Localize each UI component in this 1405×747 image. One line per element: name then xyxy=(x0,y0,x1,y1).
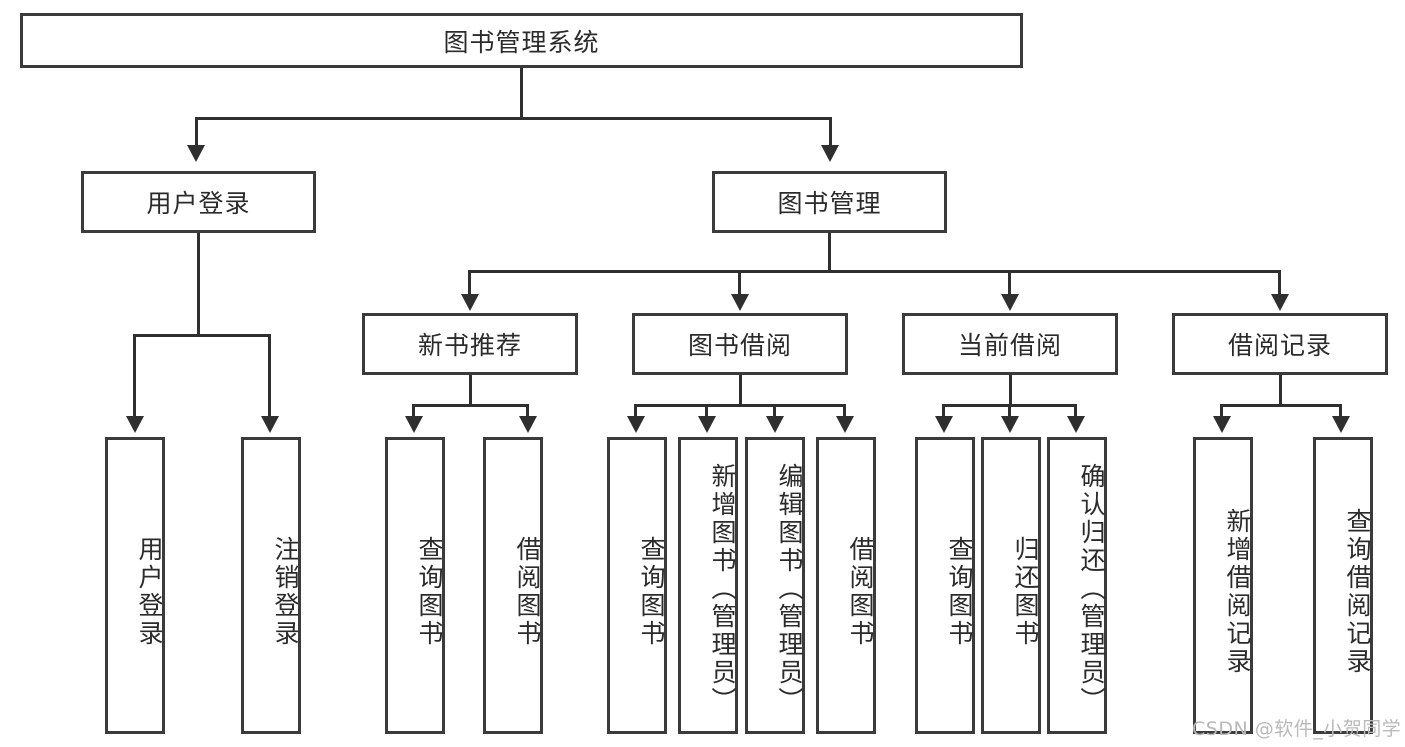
leaf-bb-add-book-admin[interactable]: 新增图书（管理员） xyxy=(678,437,738,734)
leaf-logout-login[interactable]: 注销登录 xyxy=(241,437,301,734)
node-label: 图书管理 xyxy=(777,189,882,218)
arrow-to-leaf-br-1 xyxy=(1213,416,1231,433)
leaf-label: 查询图书 xyxy=(637,535,666,648)
arrow-root-to-user-login xyxy=(187,145,205,162)
connector-user-login-bar xyxy=(133,334,271,337)
leaf-bb-edit-book-admin[interactable]: 编辑图书（管理员） xyxy=(745,437,805,734)
node-label: 图书借阅 xyxy=(687,331,792,360)
csdn-watermark: CSDN @软件_小贺同学 xyxy=(1192,714,1401,741)
leaf-label: 归还图书 xyxy=(1011,535,1040,648)
node-current-borrow[interactable]: 当前借阅 xyxy=(902,313,1118,375)
connector-bm-drop-3 xyxy=(1008,270,1011,296)
arrow-to-leaf-bb-1 xyxy=(627,416,645,433)
node-root-book-management-system[interactable]: 图书管理系统 xyxy=(20,13,1023,68)
connector-bb-stem xyxy=(739,375,742,405)
leaf-cb-query-books[interactable]: 查询图书 xyxy=(915,437,975,734)
arrow-to-leaf-logout xyxy=(261,416,279,433)
connector-bb-drop-2 xyxy=(705,404,708,418)
arrow-root-to-book-management xyxy=(821,145,839,162)
connector-book-management-bar xyxy=(468,270,1280,273)
connector-bm-drop-2 xyxy=(738,270,741,296)
arrow-to-leaf-bb-4 xyxy=(836,416,854,433)
connector-bm-drop-4 xyxy=(1278,270,1281,296)
leaf-label: 查询借阅记录 xyxy=(1343,507,1372,676)
connector-root-bar xyxy=(195,117,832,120)
watermark-text: CSDN @软件_小贺同学 xyxy=(1192,718,1402,740)
arrow-to-leaf-br-2 xyxy=(1332,416,1350,433)
leaf-label: 新增图书（管理员） xyxy=(708,462,737,715)
node-label: 图书管理系统 xyxy=(443,27,600,57)
arrow-to-new-book-recommend xyxy=(461,294,479,311)
node-label: 当前借阅 xyxy=(957,331,1062,360)
connector-br-drop-2 xyxy=(1339,404,1342,418)
connector-book-management-stem xyxy=(828,233,831,271)
arrow-to-leaf-user-login xyxy=(126,416,144,433)
connector-user-login-stem xyxy=(197,233,200,335)
connector-bm-drop-1 xyxy=(468,270,471,296)
connector-user-login-drop-2 xyxy=(268,334,271,418)
arrow-to-borrow-record xyxy=(1271,294,1289,311)
leaf-nbr-borrow-books[interactable]: 借阅图书 xyxy=(483,437,543,734)
leaf-user-login[interactable]: 用户登录 xyxy=(105,437,165,734)
node-book-management[interactable]: 图书管理 xyxy=(712,171,947,233)
connector-nbr-drop-2 xyxy=(526,404,529,418)
arrow-to-leaf-cb-3 xyxy=(1067,416,1085,433)
node-borrow-record[interactable]: 借阅记录 xyxy=(1172,313,1388,375)
leaf-label: 编辑图书（管理员） xyxy=(775,462,804,715)
leaf-bb-borrow-books[interactable]: 借阅图书 xyxy=(816,437,876,734)
connector-bb-drop-3 xyxy=(773,404,776,418)
connector-nbr-bar xyxy=(412,404,529,407)
leaf-label: 用户登录 xyxy=(135,535,164,648)
leaf-br-add-record[interactable]: 新增借阅记录 xyxy=(1193,437,1253,734)
leaf-label: 确认归还（管理员） xyxy=(1077,462,1106,715)
connector-user-login-drop-1 xyxy=(133,334,136,418)
connector-cb-drop-3 xyxy=(1074,404,1077,418)
leaf-br-query-record[interactable]: 查询借阅记录 xyxy=(1313,437,1373,734)
node-label: 借阅记录 xyxy=(1227,331,1332,360)
connector-bb-bar xyxy=(634,404,846,407)
leaf-nbr-query-books[interactable]: 查询图书 xyxy=(385,437,445,734)
connector-nbr-stem xyxy=(469,375,472,405)
node-new-book-recommend[interactable]: 新书推荐 xyxy=(362,313,578,375)
leaf-label: 注销登录 xyxy=(271,535,300,648)
connector-cb-stem xyxy=(1009,375,1012,405)
leaf-label: 借阅图书 xyxy=(846,535,875,648)
connector-bb-drop-1 xyxy=(634,404,637,418)
arrow-to-leaf-nbr-2 xyxy=(519,416,537,433)
connector-root-to-user-login xyxy=(195,117,198,147)
leaf-label: 查询图书 xyxy=(945,535,974,648)
node-user-login[interactable]: 用户登录 xyxy=(81,171,316,233)
connector-nbr-drop-1 xyxy=(412,404,415,418)
connector-cb-drop-1 xyxy=(942,404,945,418)
arrow-to-leaf-bb-3 xyxy=(766,416,784,433)
node-label: 用户登录 xyxy=(146,189,251,218)
leaf-cb-return-books[interactable]: 归还图书 xyxy=(981,437,1041,734)
connector-root-to-book-management xyxy=(829,117,832,147)
leaf-label: 查询图书 xyxy=(415,535,444,648)
arrow-to-leaf-cb-2 xyxy=(1001,416,1019,433)
leaf-bb-query-books[interactable]: 查询图书 xyxy=(607,437,667,734)
arrow-to-leaf-bb-2 xyxy=(698,416,716,433)
connector-root-stem xyxy=(520,68,523,118)
node-book-borrow[interactable]: 图书借阅 xyxy=(632,313,848,375)
leaf-label: 新增借阅记录 xyxy=(1223,507,1252,676)
arrow-to-leaf-nbr-1 xyxy=(405,416,423,433)
connector-br-drop-1 xyxy=(1220,404,1223,418)
connector-cb-drop-2 xyxy=(1008,404,1011,418)
arrow-to-book-borrow xyxy=(731,294,749,311)
connector-bb-drop-4 xyxy=(843,404,846,418)
connector-br-bar xyxy=(1220,404,1342,407)
node-label: 新书推荐 xyxy=(417,331,522,360)
leaf-label: 借阅图书 xyxy=(513,535,542,648)
arrow-to-current-borrow xyxy=(1001,294,1019,311)
arrow-to-leaf-cb-1 xyxy=(935,416,953,433)
connector-br-stem xyxy=(1279,375,1282,405)
leaf-cb-confirm-return-admin[interactable]: 确认归还（管理员） xyxy=(1047,437,1107,734)
